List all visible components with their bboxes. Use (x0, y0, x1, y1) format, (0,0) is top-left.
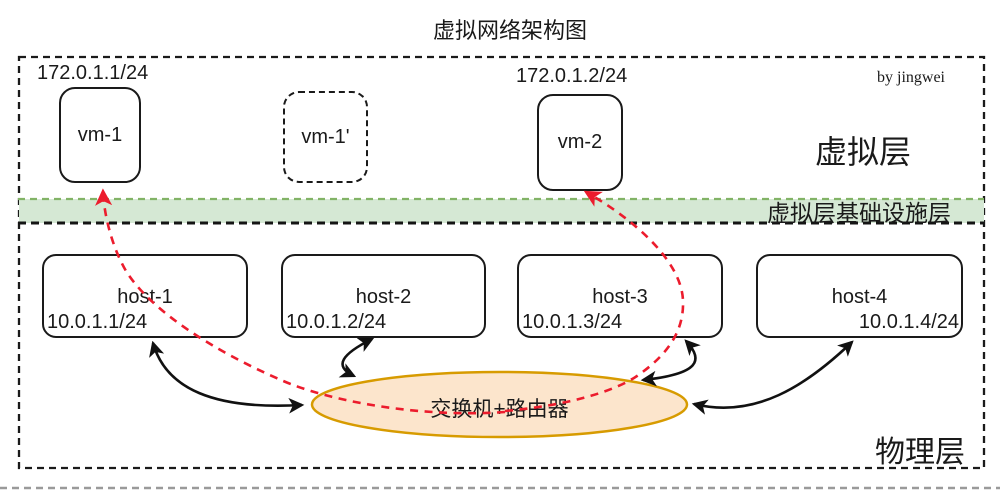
host-1-node: host-1 10.0.1.1/24 (42, 254, 248, 338)
vm-1-ip-label: 172.0.1.1/24 (37, 62, 149, 84)
host-1-ip-label: 10.0.1.1/24 (47, 311, 148, 333)
infra-layer-label: 虚拟层基础设施层 (767, 200, 951, 226)
vm-1-node: vm-1 (59, 87, 141, 183)
host-4-ip-label: 10.0.1.4/24 (858, 311, 959, 333)
vm-1-label: vm-1 (77, 123, 123, 146)
host-2-node: host-2 10.0.1.2/24 (281, 254, 486, 338)
switch-router-label: 交换机+路由器 (430, 398, 569, 421)
vm-1-shadow-label: vm-1' (301, 125, 350, 148)
virtual-layer-label: 虚拟层 (815, 134, 912, 170)
vm-2-ip-label: 172.0.1.2/24 (516, 65, 628, 87)
host-3-ip-label: 10.0.1.3/24 (522, 311, 623, 333)
host-3-label: host-3 (592, 286, 648, 308)
vm-2-node: vm-2 (537, 94, 623, 191)
vm-1-shadow-node: vm-1' (283, 91, 368, 183)
credit-text: by jingwei (877, 69, 945, 86)
host-2-label: host-2 (355, 286, 412, 308)
vm-2-label: vm-2 (557, 131, 603, 153)
diagram-title: 虚拟网络架构图 (432, 18, 587, 43)
host-4-node: host-4 10.0.1.4/24 (756, 254, 963, 338)
host-4-label: host-4 (831, 286, 888, 308)
host-1-label: host-1 (117, 286, 173, 308)
host-3-node: host-3 10.0.1.3/24 (517, 254, 723, 338)
physical-layer-label: 物理层 (875, 436, 965, 469)
host-2-ip-label: 10.0.1.2/24 (286, 311, 387, 333)
